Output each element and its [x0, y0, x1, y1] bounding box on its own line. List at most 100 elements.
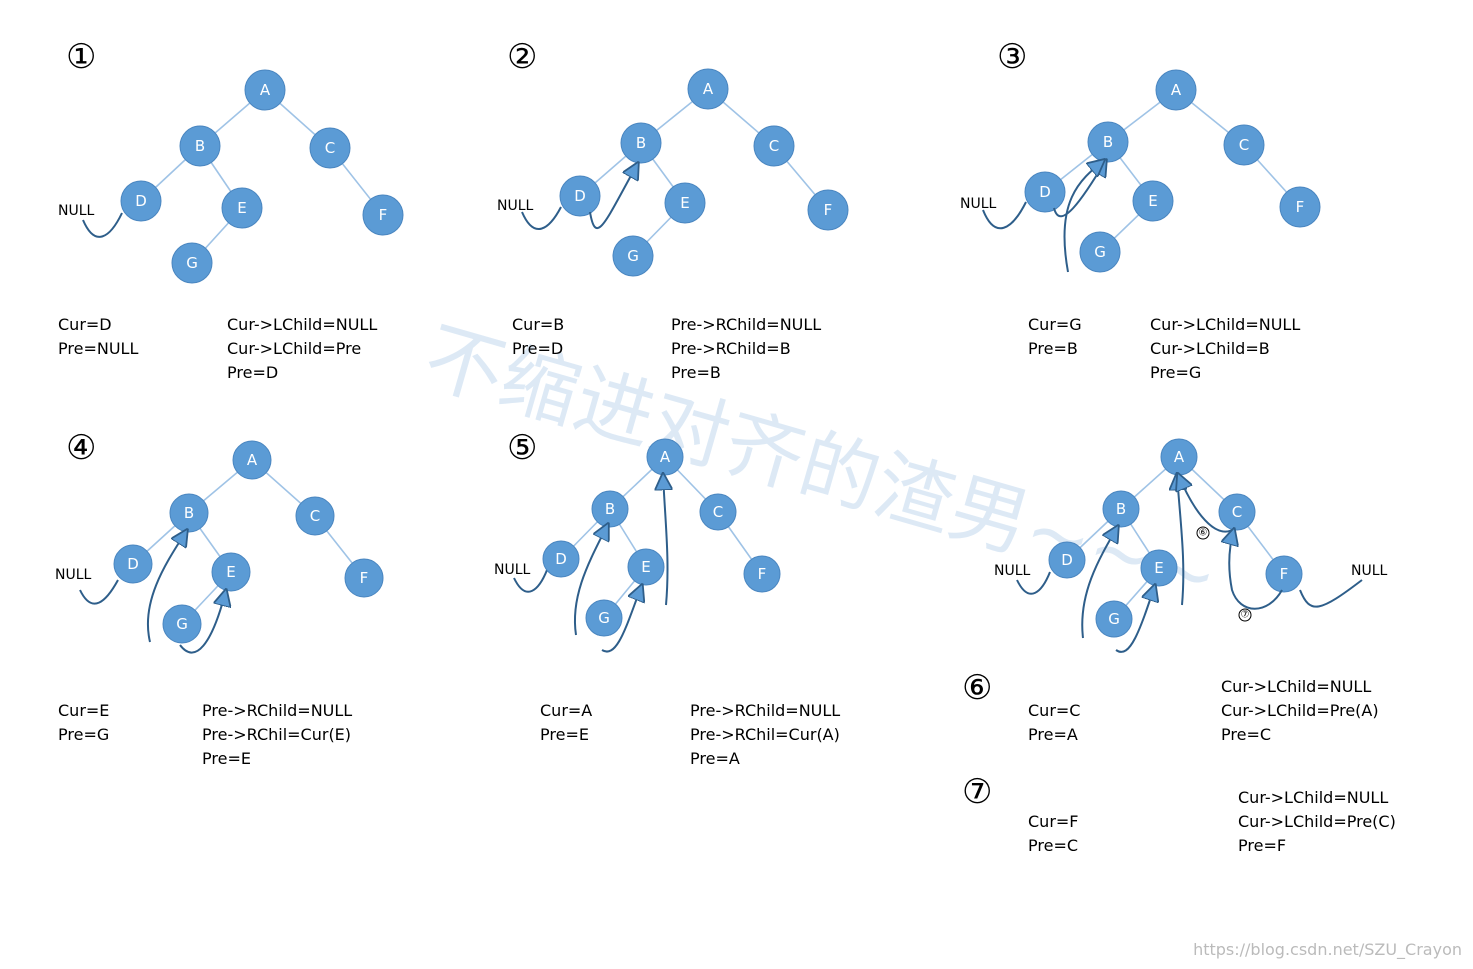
tree-node-f: F	[1279, 186, 1321, 228]
node-circle	[1132, 180, 1174, 222]
node-circle	[542, 540, 580, 578]
tree-node-e: E	[1140, 549, 1178, 587]
panel-5-right-line-1: Pre->RChild=NULL	[690, 701, 840, 720]
node-label: A	[703, 80, 714, 98]
tree-node-e: E	[211, 552, 251, 592]
tree-node-c: C	[753, 125, 795, 167]
node-label: C	[1232, 503, 1242, 521]
tree-node-e: E	[664, 182, 706, 224]
node-label: C	[769, 137, 779, 155]
panel-4-right-line-3: Pre=E	[202, 749, 251, 768]
panel-5-right-line-3: Pre=A	[690, 749, 740, 768]
panel-2-left-line-2: Pre=D	[512, 339, 563, 358]
null-label: NULL	[58, 203, 95, 219]
node-label: F	[1296, 198, 1305, 216]
node-label: G	[598, 609, 610, 627]
tree-2: A B C D E F G	[521, 68, 849, 277]
node-label: F	[758, 565, 767, 583]
tree-node-f: F	[362, 194, 404, 236]
node-label: A	[247, 451, 258, 469]
node-label: G	[186, 254, 198, 272]
panel-3-left-line-2: Pre=B	[1028, 339, 1078, 358]
node-circle	[171, 242, 213, 284]
panel-5-right-line-2: Pre->RChil=Cur(A)	[690, 725, 840, 744]
tree-node-d: D	[559, 175, 601, 217]
thread-arrow-5	[1229, 529, 1283, 610]
step-7-left-line-2: Pre=C	[1028, 836, 1078, 855]
tree-node-d: D	[113, 544, 153, 584]
node-circle	[295, 496, 335, 536]
node-label: D	[135, 192, 147, 210]
node-label: G	[1108, 610, 1120, 628]
panel-2-left-line-1: Cur=B	[512, 315, 564, 334]
node-label: E	[680, 194, 689, 212]
step-6-marker-circle	[1196, 526, 1210, 540]
node-circle	[179, 125, 221, 167]
null-label: NULL	[497, 198, 534, 214]
tree-node-c: C	[295, 496, 335, 536]
null-label: NULL	[494, 562, 531, 578]
node-circle	[120, 180, 162, 222]
node-label: B	[636, 134, 646, 152]
null-label: NULL	[994, 563, 1031, 579]
tree-node-b: B	[591, 490, 629, 528]
node-circle	[559, 175, 601, 217]
panel-2: ② NULL Cur=B Pre=D Pre->RChild=NULL Pre-…	[497, 37, 821, 382]
step-7-block: ⑦ Cur=F Pre=C Cur->LChild=NULL Cur->LChi…	[962, 772, 1396, 855]
panel-4-right-line-2: Pre->RChil=Cur(E)	[202, 725, 351, 744]
node-label: B	[195, 137, 205, 155]
panel-3-right-line-3: Pre=G	[1150, 363, 1201, 382]
tree-node-d: D	[1024, 171, 1066, 213]
node-label: A	[1171, 81, 1182, 99]
node-label: F	[824, 201, 833, 219]
step-7-marker-circle	[1238, 608, 1252, 622]
node-label: G	[176, 615, 188, 633]
panel-2-right-line-2: Pre->RChild=B	[671, 339, 791, 358]
null-label: NULL	[960, 196, 997, 212]
tree-node-f: F	[743, 555, 781, 593]
null-thread	[79, 579, 119, 605]
node-circle	[1279, 186, 1321, 228]
panel-1-right-line-3: Pre=D	[227, 363, 278, 382]
panel-6: NULL NULL ⑥ ⑦	[994, 526, 1388, 622]
step-6-number: ⑥	[962, 668, 992, 708]
node-circle	[1223, 124, 1265, 166]
node-circle	[585, 599, 623, 637]
thread-arrow-3	[663, 474, 668, 606]
node-circle	[1079, 231, 1121, 273]
node-circle	[1087, 121, 1129, 163]
null-label: NULL	[1351, 563, 1388, 579]
step-7-number: ⑦	[962, 772, 992, 812]
tree-node-d: D	[120, 180, 162, 222]
node-circle	[620, 122, 662, 164]
step-6-right-line-3: Pre=C	[1221, 725, 1271, 744]
panel-1-left-line-1: Cur=D	[58, 315, 112, 334]
step-6-right-line-2: Cur->LChild=Pre(A)	[1221, 701, 1379, 720]
node-circle	[699, 493, 737, 531]
tree-node-b: B	[1087, 121, 1129, 163]
node-circle	[1048, 541, 1086, 579]
node-label: A	[1174, 448, 1185, 466]
panel-1-left-line-2: Pre=NULL	[58, 339, 138, 358]
watermark: 不缩进对齐的渣男~~~	[415, 312, 1228, 625]
tree-node-g: G	[585, 599, 623, 637]
node-circle	[591, 490, 629, 528]
step-6-block: ⑥ Cur=C Pre=A Cur->LChild=NULL Cur->LChi…	[962, 668, 1379, 744]
node-label: G	[627, 247, 639, 265]
panel-1-right-line-2: Cur->LChild=Pre	[227, 339, 361, 358]
null-thread	[513, 569, 548, 593]
node-circle	[743, 555, 781, 593]
node-label: A	[660, 448, 671, 466]
node-circle	[1155, 69, 1197, 111]
step-7-right-line-2: Cur->LChild=Pre(C)	[1238, 812, 1396, 831]
node-circle	[627, 548, 665, 586]
panel-5: ⑤ NULL Cur=A Pre=E Pre->RChild=NULL Pre-…	[494, 428, 840, 768]
panel-4-left-line-1: Cur=E	[58, 701, 109, 720]
step-6-right-line-1: Cur->LChild=NULL	[1221, 677, 1371, 696]
footer-url: https://blog.csdn.net/SZU_Crayon	[1193, 940, 1462, 960]
thread-arrow-1	[574, 524, 608, 636]
tree-node-f: F	[1265, 555, 1303, 593]
